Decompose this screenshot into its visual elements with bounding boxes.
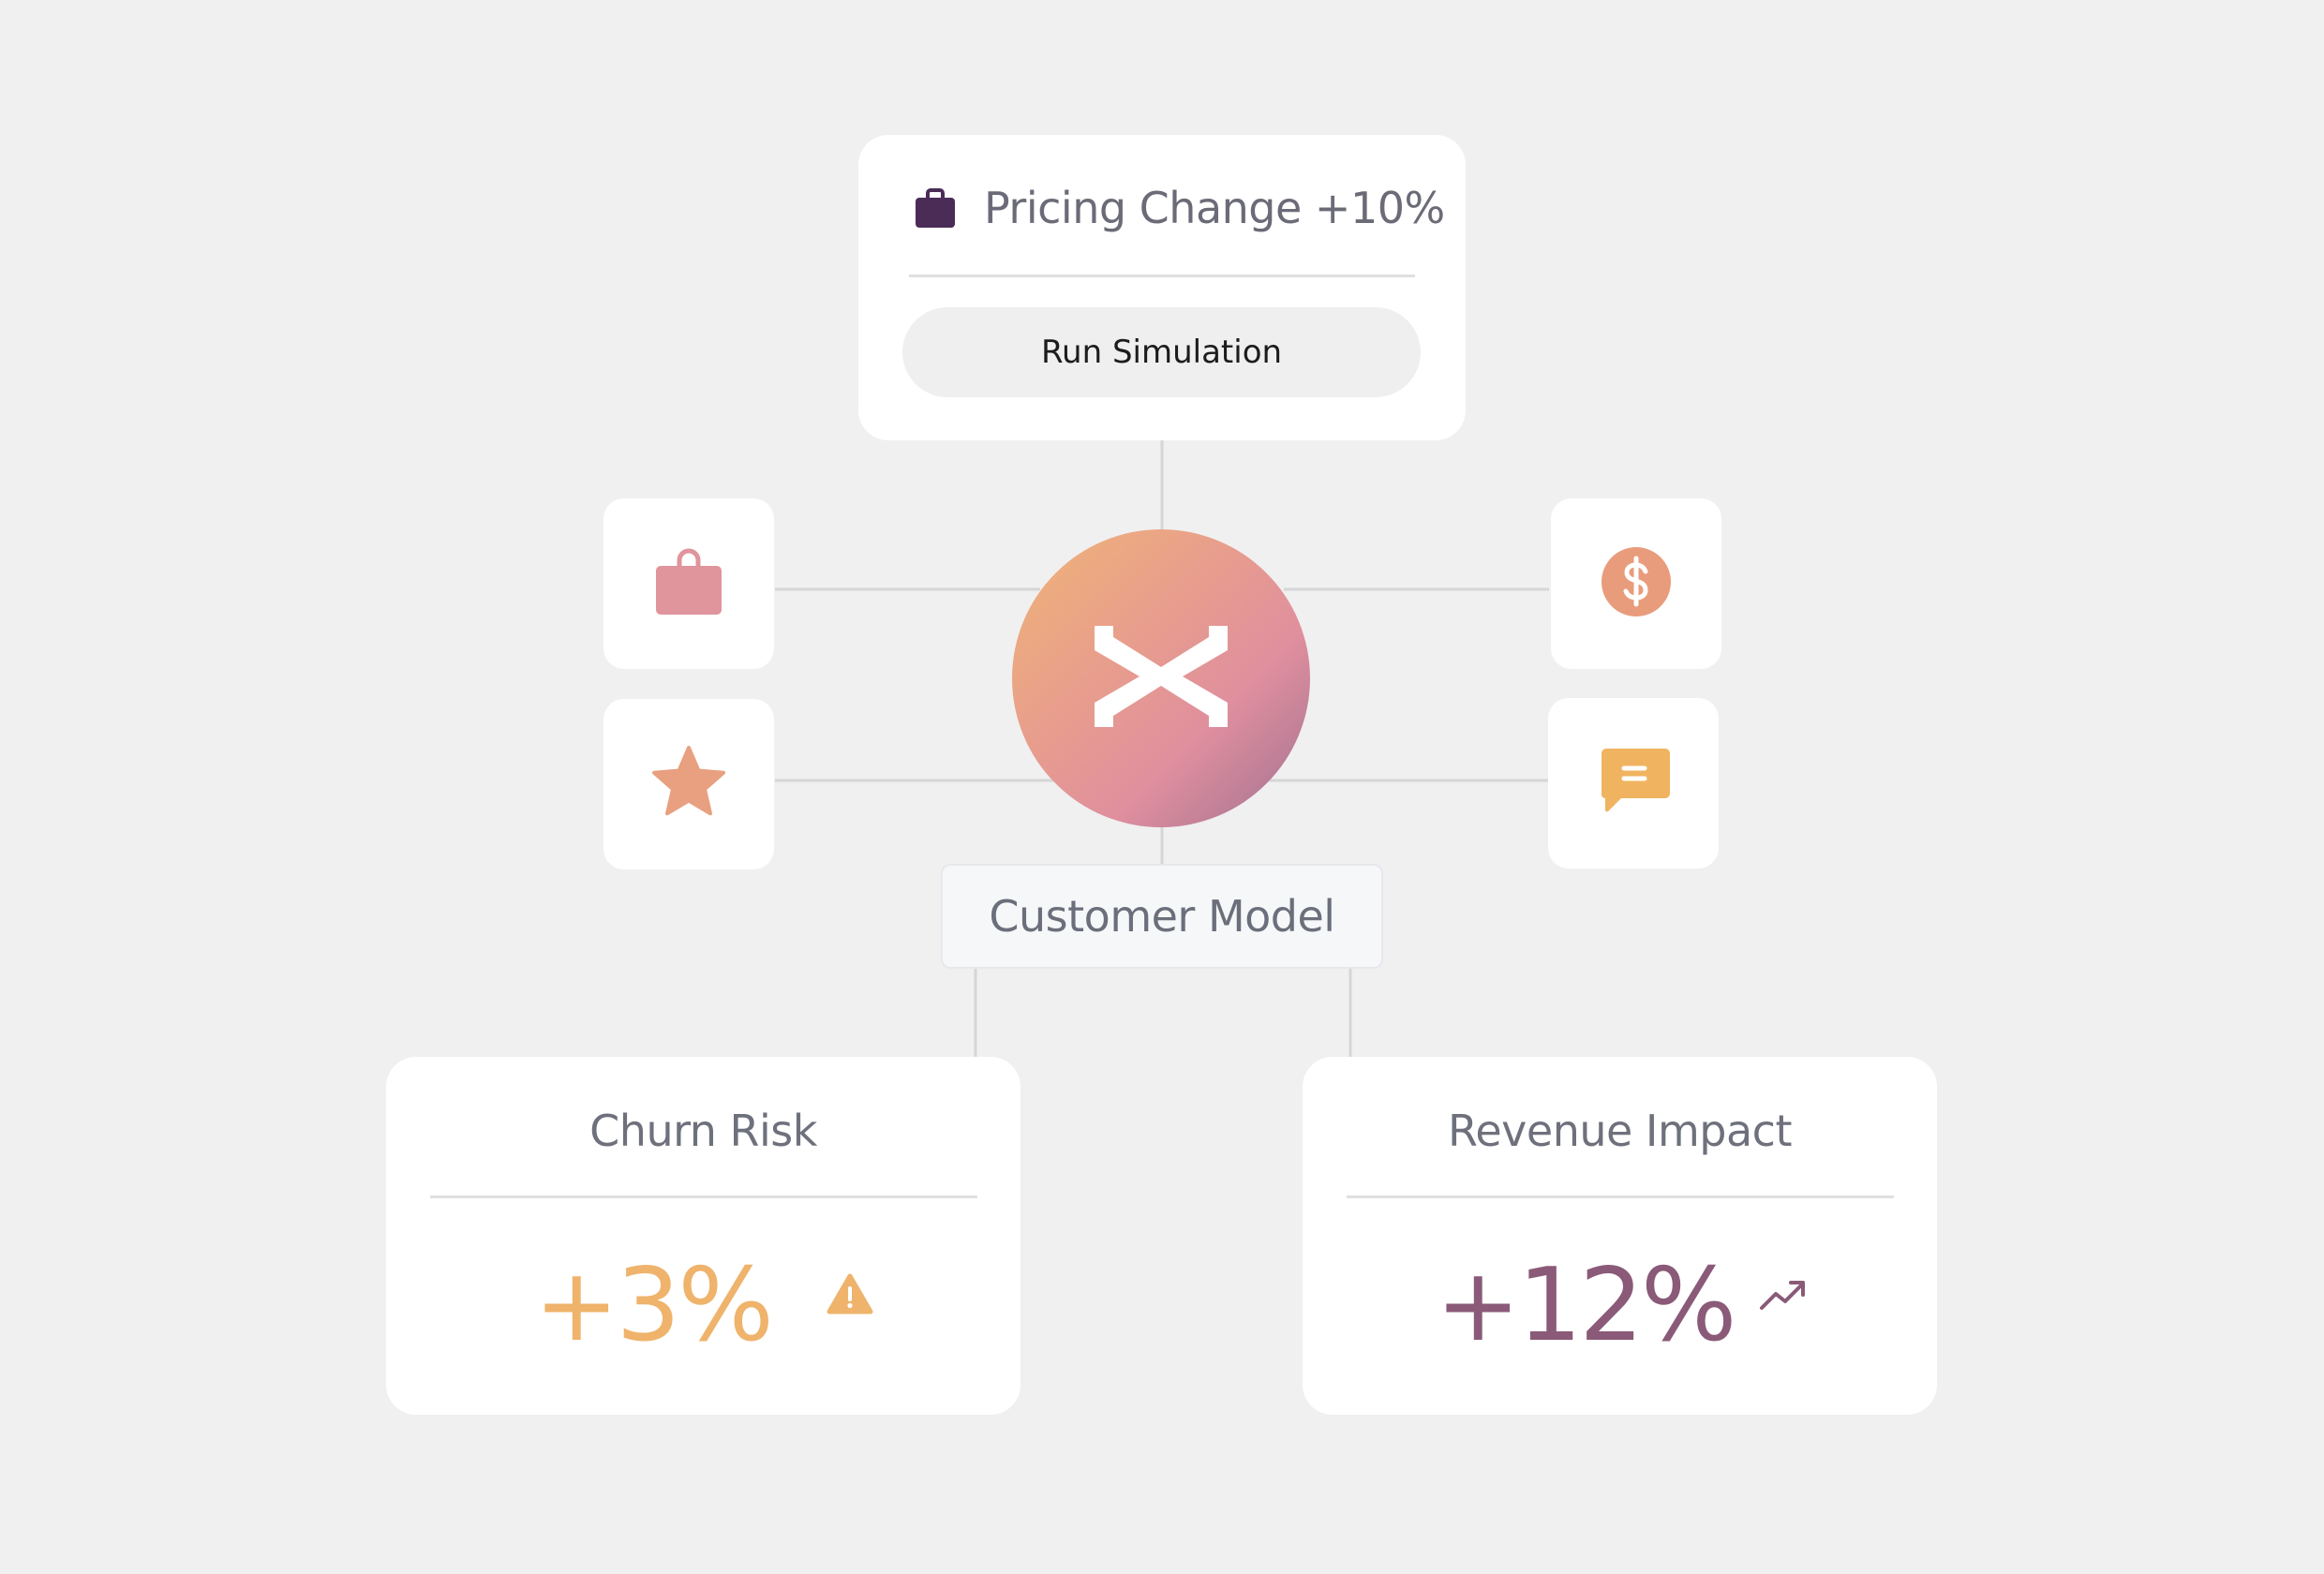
simulation-hub (1012, 529, 1310, 827)
revenue-impact-card: Revenue Impact +12% (1303, 1057, 1937, 1415)
star-icon (649, 743, 728, 825)
chat-tile (1548, 698, 1719, 869)
revenue-impact-value: +12% (1436, 1247, 1737, 1364)
churn-risk-card: Churn Risk +3% (386, 1057, 1020, 1415)
dollar-tile (1551, 498, 1721, 669)
customer-model-label: Customer Model (941, 864, 1383, 969)
warning-icon (827, 1272, 873, 1319)
revenue-card-divider (1347, 1195, 1894, 1198)
dollar-coin-icon (1601, 546, 1672, 621)
churn-risk-title: Churn Risk (589, 1106, 817, 1156)
shopping-bag-icon (652, 545, 725, 622)
churn-card-divider (430, 1195, 977, 1198)
star-tile (603, 699, 774, 869)
shopping-bag-tile (603, 498, 774, 669)
revenue-impact-title: Revenue Impact (1447, 1106, 1793, 1156)
run-simulation-button[interactable]: Run Simulation (902, 307, 1421, 397)
pricing-card-divider (909, 275, 1415, 277)
chat-bubble-icon (1596, 744, 1671, 823)
briefcase-icon (914, 187, 957, 230)
pricing-change-title: Pricing Change +10% (984, 183, 1445, 233)
x-cross-icon (1095, 626, 1228, 731)
trend-up-icon (1759, 1276, 1808, 1317)
churn-risk-value: +3% (534, 1247, 774, 1364)
